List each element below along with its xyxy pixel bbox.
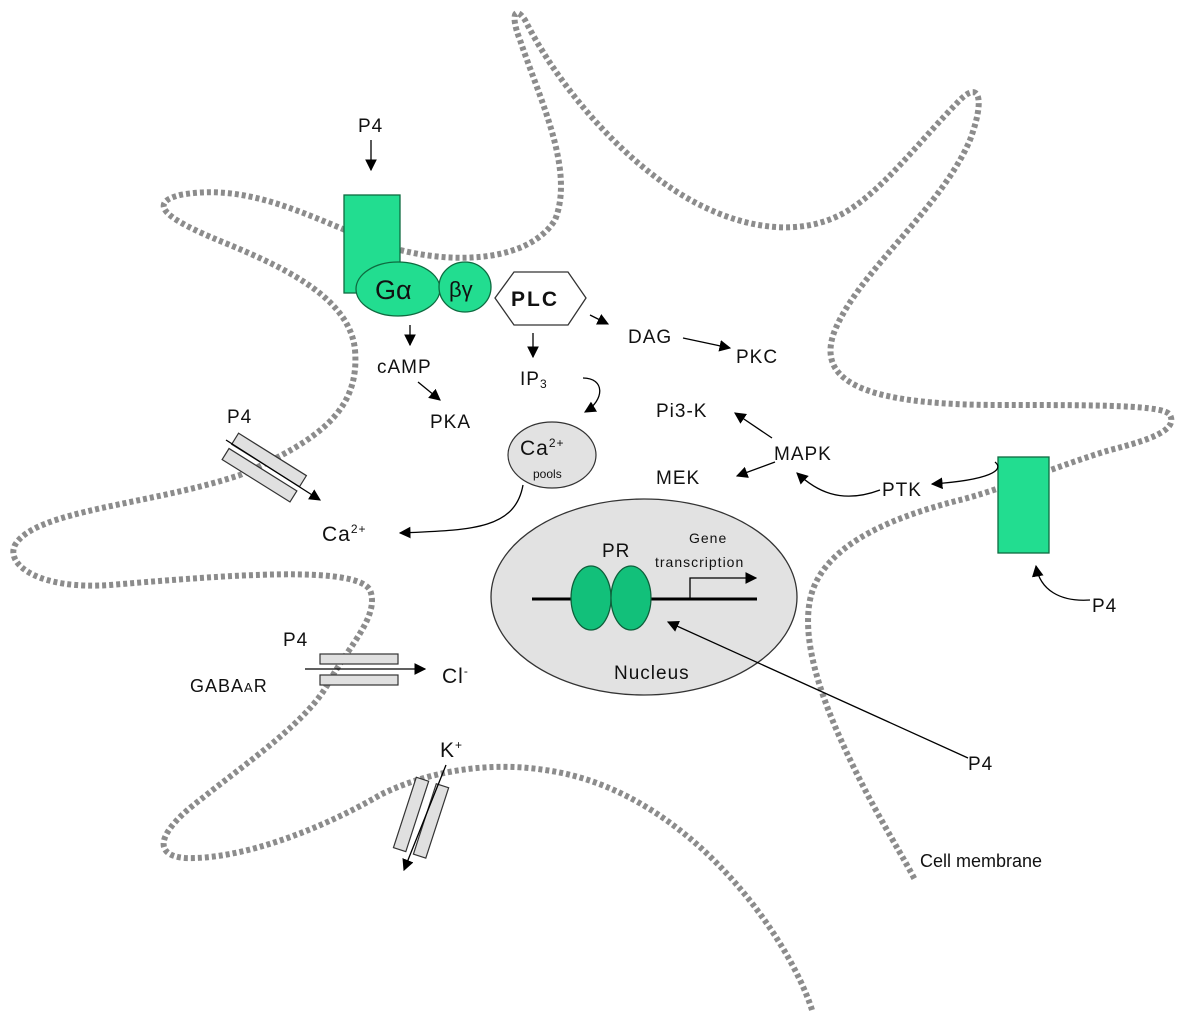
p4-channel-label: P4 xyxy=(227,407,252,428)
nucleus-label: Nucleus xyxy=(614,663,690,684)
beta-gamma-subunit xyxy=(438,261,492,313)
receptor-right xyxy=(997,456,1050,554)
plc-hexagon xyxy=(494,271,587,326)
ip3-label: IP3 xyxy=(520,369,548,391)
pr-ellipse-right xyxy=(610,565,652,631)
cell-membrane-outline xyxy=(10,10,1175,1011)
gene-label: Gene xyxy=(689,530,727,546)
pka-label: PKA xyxy=(430,412,471,433)
g-alpha-label: Gα xyxy=(375,275,412,305)
p4-top-label: P4 xyxy=(358,116,383,137)
k-label: K+ xyxy=(440,738,463,762)
plc-label: PLC xyxy=(511,288,559,311)
camp-label: cAMP xyxy=(377,357,432,378)
potassium-channel xyxy=(392,776,450,859)
ca-pools-label: Ca2+ xyxy=(520,436,565,460)
calcium-channel xyxy=(221,432,308,503)
transcription-label: transcription xyxy=(655,554,744,570)
p4-gaba-label: P4 xyxy=(283,630,308,651)
mek-label: MEK xyxy=(656,468,700,489)
p4-right-label: P4 xyxy=(1092,596,1117,617)
gabaa-label: GABAAR xyxy=(190,676,268,696)
pr-label: PR xyxy=(602,541,630,562)
ptk-label: PTK xyxy=(882,480,922,501)
gabaa-channel xyxy=(319,653,399,686)
dag-label: DAG xyxy=(628,327,672,348)
mapk-label: MAPK xyxy=(774,444,832,465)
cl-label: Cl- xyxy=(442,664,469,688)
pr-ellipse-left xyxy=(570,565,612,631)
pi3k-label: Pi3-K xyxy=(656,401,707,422)
p4-nucleus-label: P4 xyxy=(968,754,993,775)
g-protein-coupled-receptor xyxy=(343,194,587,326)
beta-gamma-label: βγ xyxy=(449,277,473,302)
cell-membrane-label: Cell membrane xyxy=(920,851,1042,871)
ca-pools-ellipse xyxy=(507,421,597,489)
pkc-label: PKC xyxy=(736,347,778,368)
ca-label: Ca2+ xyxy=(322,522,367,546)
pools-label: pools xyxy=(533,467,562,481)
